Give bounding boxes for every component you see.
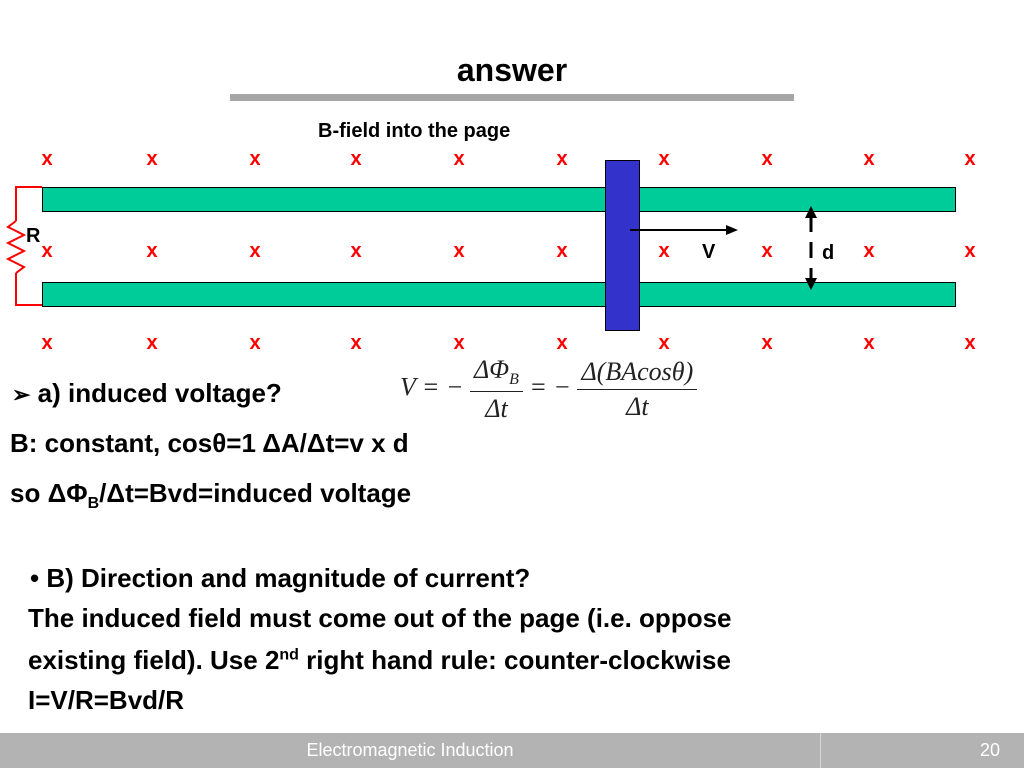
field-x-mark: x: [249, 332, 261, 354]
field-x-mark: x: [146, 148, 158, 170]
footer-divider: [820, 733, 821, 768]
fraction-1-subscript: B: [509, 371, 519, 389]
field-label: B-field into the page: [318, 120, 511, 142]
fraction-2-denominator: Δt: [626, 392, 649, 422]
field-x-mark: x: [41, 240, 53, 262]
slide-title: answer: [456, 52, 568, 88]
field-x-mark: x: [556, 148, 568, 170]
equation-fraction-1: ΔΦB Δt: [470, 355, 523, 424]
field-x-mark: x: [350, 240, 362, 262]
part-a-line-2: B: constant, cosθ=1 ΔA/Δt=v x d: [10, 428, 409, 458]
arrow-bullet-icon: ➢: [12, 382, 31, 407]
part-b-line-1: The induced field must come out of the p…: [28, 603, 732, 633]
line-3-prefix: so ΔΦ: [10, 478, 88, 508]
equation-lhs: V = −: [400, 372, 464, 402]
field-x-mark: x: [453, 332, 465, 354]
bullet-icon: •: [30, 563, 40, 593]
part-b-question-text: B) Direction and magnitude of current?: [46, 563, 531, 593]
field-x-mark: x: [761, 240, 773, 262]
field-x-mark: x: [658, 332, 670, 354]
fraction-2-numerator: Δ(BAcosθ): [577, 357, 698, 391]
part-b-line-3: I=V/R=Bvd/R: [28, 685, 185, 715]
top-rail: [42, 187, 956, 212]
equation-middle: = −: [529, 372, 571, 402]
field-x-mark: x: [146, 332, 158, 354]
line-3-subscript: B: [87, 495, 100, 513]
field-x-mark: x: [964, 240, 976, 262]
fraction-1-denominator: Δt: [485, 394, 508, 424]
field-x-mark: x: [249, 240, 261, 262]
line-3-suffix: /Δt=Bvd=induced voltage: [99, 478, 412, 508]
induced-voltage-equation: V = − ΔΦB Δt = − Δ(BAcosθ) Δt: [400, 355, 698, 424]
field-x-mark: x: [863, 240, 875, 262]
line-2-suffix: right hand rule: counter-clockwise: [298, 645, 731, 675]
part-a-question: ➢ a) induced voltage?: [12, 378, 282, 409]
field-x-mark: x: [453, 148, 465, 170]
page-number: 20: [980, 740, 1001, 760]
field-x-mark: x: [249, 148, 261, 170]
field-x-mark: x: [350, 332, 362, 354]
part-b-question: • B) Direction and magnitude of current?: [30, 563, 530, 594]
field-x-mark: x: [350, 148, 362, 170]
line-2-prefix: existing field). Use 2: [28, 645, 280, 675]
field-x-mark: x: [556, 332, 568, 354]
resistor-icon: [5, 186, 42, 306]
title-underline: [230, 94, 794, 101]
field-x-mark: x: [146, 240, 158, 262]
field-x-mark: x: [41, 148, 53, 170]
part-a-question-text: a) induced voltage?: [37, 378, 282, 408]
field-x-mark: x: [658, 148, 670, 170]
field-x-mark: x: [863, 332, 875, 354]
field-x-mark: x: [41, 332, 53, 354]
distance-arrow-icon: [805, 206, 817, 290]
fraction-1-numerator: ΔΦ: [474, 355, 510, 384]
sliding-bar: [605, 160, 640, 331]
part-a-line-3: so ΔΦB/Δt=Bvd=induced voltage: [10, 478, 411, 513]
field-x-mark: x: [964, 332, 976, 354]
velocity-arrow-icon: [630, 225, 738, 235]
field-x-mark: x: [453, 240, 465, 262]
field-x-mark: x: [863, 148, 875, 170]
field-x-mark: x: [556, 240, 568, 262]
footer-bar: [0, 733, 1024, 768]
footer-title: Electromagnetic Induction: [306, 740, 514, 760]
distance-label: d: [822, 242, 835, 264]
field-x-mark: x: [761, 148, 773, 170]
part-b-line-2: existing field). Use 2nd right hand rule…: [28, 645, 731, 676]
field-x-mark: x: [761, 332, 773, 354]
field-x-mark: x: [964, 148, 976, 170]
line-2-superscript: nd: [279, 646, 299, 664]
bottom-rail: [42, 282, 956, 307]
velocity-label: V: [702, 241, 716, 263]
resistor-label: R: [26, 225, 41, 247]
field-x-mark: x: [658, 240, 670, 262]
equation-fraction-2: Δ(BAcosθ) Δt: [577, 357, 698, 422]
